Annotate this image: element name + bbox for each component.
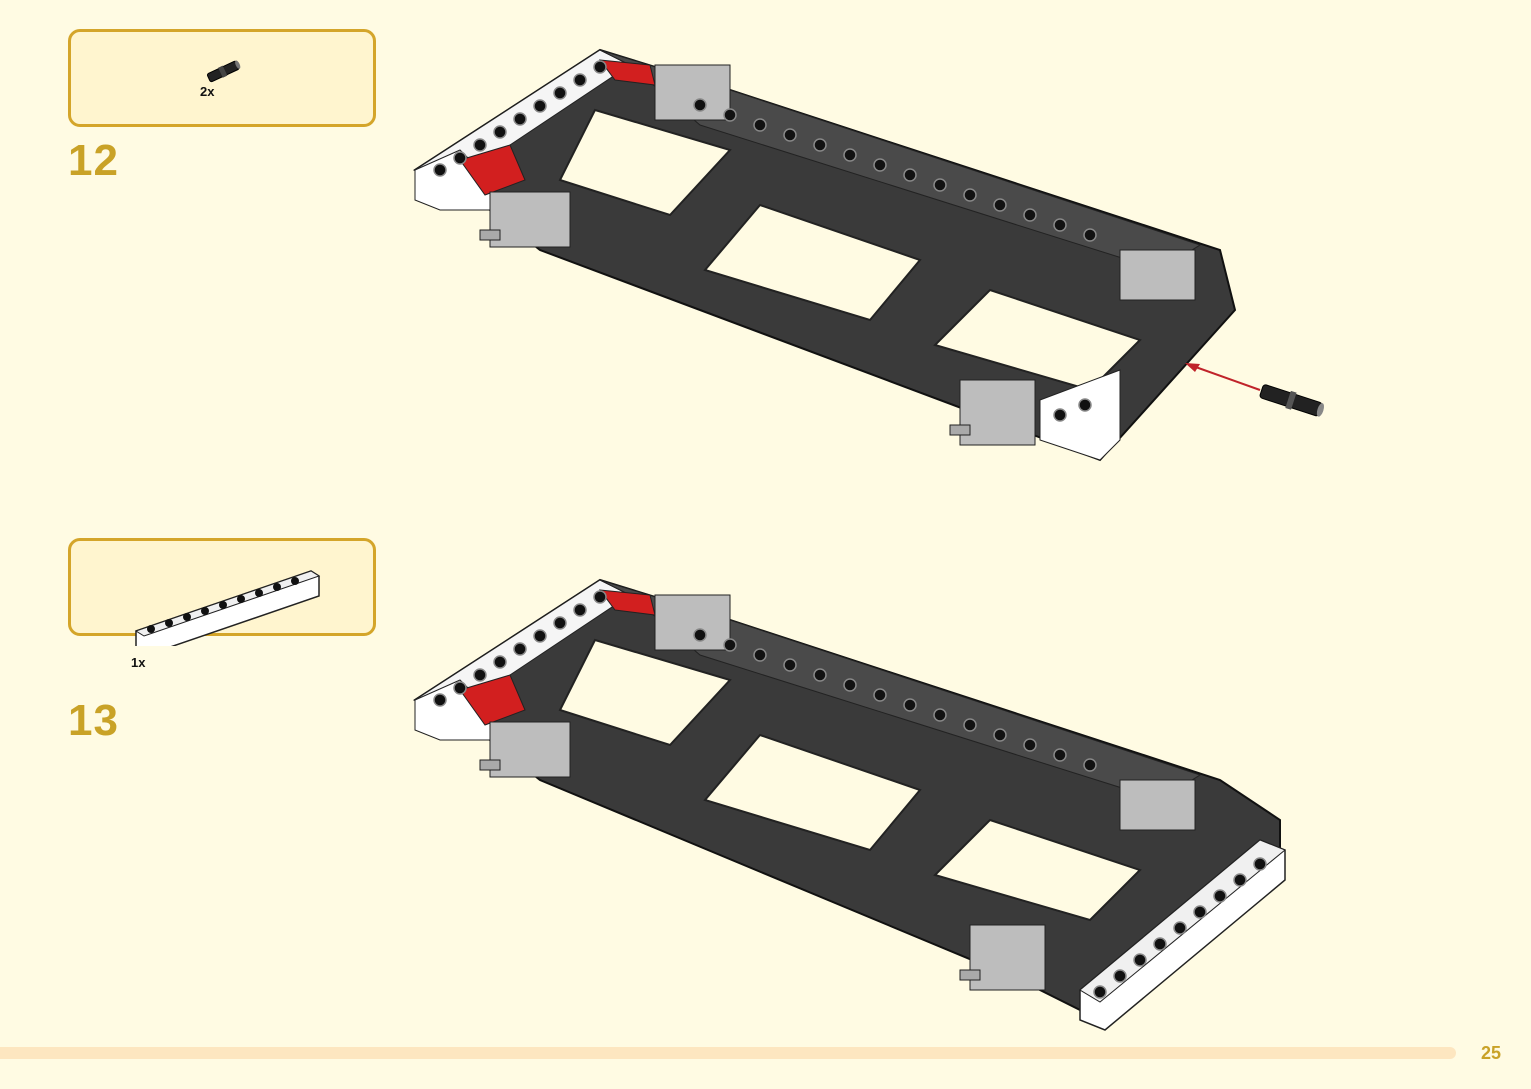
black-axle-pin-icon [206, 60, 241, 83]
white-technic-beam-icon [134, 570, 321, 646]
parts-list-box: 2x [68, 29, 376, 127]
step-13: 1x 13 [0, 530, 1531, 1040]
part-quantity: 2x [200, 84, 215, 99]
part-quantity: 1x [131, 655, 146, 670]
chassis-frame-illustration [413, 48, 1325, 462]
page-number: 25 [1480, 1043, 1501, 1063]
step-number: 13 [68, 696, 119, 745]
step-number: 12 [68, 136, 119, 185]
parts-list-box: 1x [68, 538, 376, 670]
chassis-frame-illustration [413, 578, 1286, 1031]
footer-bar [0, 1047, 1456, 1059]
step-12: 2x 12 [0, 0, 1531, 520]
